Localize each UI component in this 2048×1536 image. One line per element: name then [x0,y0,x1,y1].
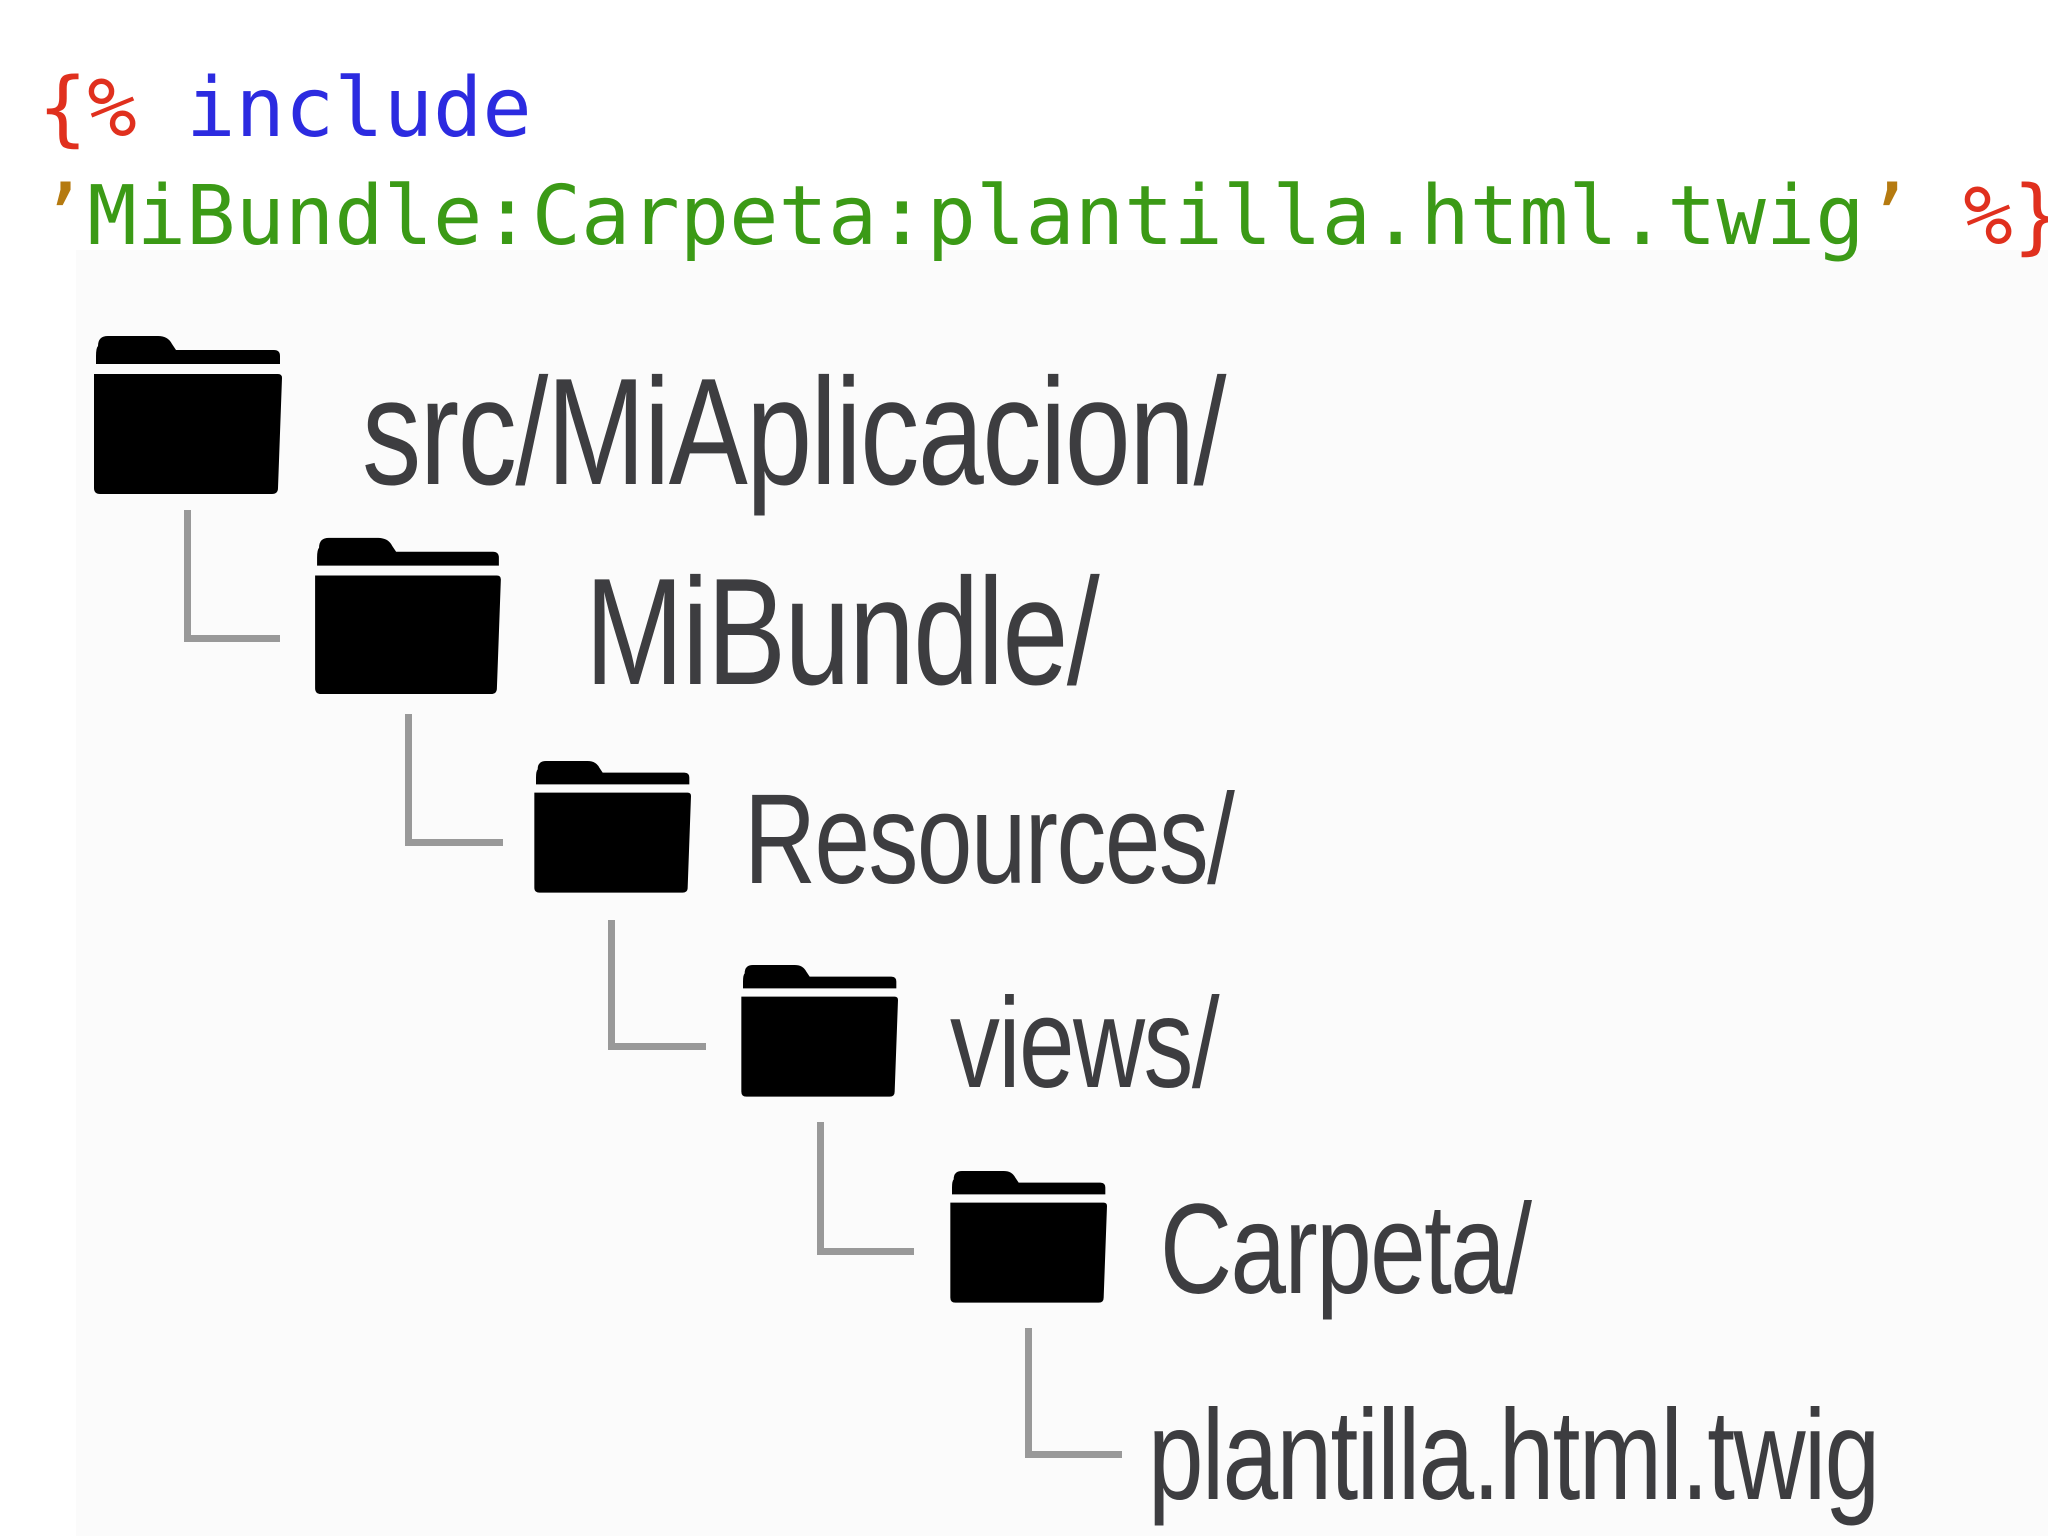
tree-label-mibundle: MiBundle/ [585,547,1100,717]
tree-label-template-file: plantilla.html.twig [1148,1384,1880,1527]
folder-icon [308,532,504,698]
folder-icon [528,756,694,896]
folder-icon-shape [315,537,501,695]
code-close-delimiter: %} [1963,169,2048,264]
tree-connector-3 [608,920,706,1050]
tree-background [76,250,2048,1536]
tree-connector-4 [817,1122,914,1255]
code-line-include: {% include [38,68,532,150]
code-keyword: include [186,61,532,156]
tree-label-views: views/ [950,972,1220,1115]
tree-connector-1 [184,510,280,642]
tree-connector-5 [1025,1328,1122,1458]
folder-icon [944,1166,1110,1306]
tree-label-carpeta: Carpeta/ [1160,1178,1532,1321]
code-close-quote: ’ [1864,169,1915,264]
folder-icon [735,960,901,1100]
tree-label-resources: Resources/ [744,768,1235,911]
code-open-delimiter: {% [38,61,137,156]
code-template-path: MiBundle:Carpeta:plantilla.html.twig [87,169,1865,264]
code-line-path: ’MiBundle:Carpeta:plantilla.html.twig’ %… [38,176,2048,258]
folder-icon-shape [741,965,898,1097]
folder-icon-shape [94,336,282,494]
folder-icon [88,330,284,498]
code-open-quote: ’ [38,169,88,264]
folder-icon-shape [534,761,691,893]
tree-label-src: src/MiAplicacion/ [362,347,1226,517]
folder-icon-shape [950,1171,1107,1303]
tree-connector-2 [405,714,503,846]
